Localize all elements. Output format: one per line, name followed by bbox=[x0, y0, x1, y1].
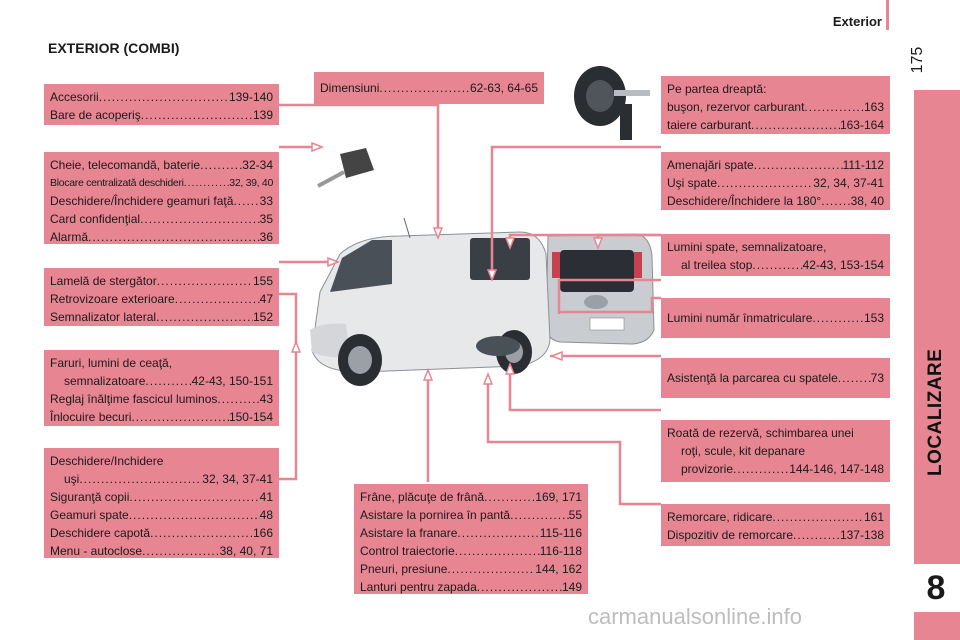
index-entry: Asistare la pornirea în pantă55 bbox=[360, 506, 582, 524]
index-entry: Lumini număr înmatriculare153 bbox=[667, 309, 884, 327]
index-heading: Lumini spate, semnalizatoare, bbox=[667, 240, 827, 254]
rear-fittings-box: Amenajări spate111-112 Uşi spate32, 34, … bbox=[661, 152, 890, 210]
index-heading: Deschidere/Inchidere bbox=[50, 454, 164, 468]
index-entry: Lanturi pentru zapada149 bbox=[360, 578, 582, 596]
index-entry: al treilea stop42-43, 153-154 bbox=[667, 256, 884, 274]
section-header: Exterior bbox=[832, 14, 882, 29]
index-entry: uşi32, 34, 37-41 bbox=[50, 470, 273, 488]
index-entry: Remorcare, ridicare161 bbox=[667, 508, 884, 526]
rear-van-image bbox=[545, 233, 655, 345]
index-entry: Bare de acoperiş139 bbox=[50, 106, 273, 124]
rear-lights-box: Lumini spate, semnalizatoare, al treilea… bbox=[661, 234, 890, 276]
towing-box: Remorcare, ridicare161 Dispozitiv de rem… bbox=[661, 504, 890, 546]
index-entry: provizorie144-146, 147-148 bbox=[667, 460, 884, 478]
header-divider bbox=[886, 0, 889, 30]
index-entry: Asistenţă la parcarea cu spatele73 bbox=[667, 369, 884, 387]
dimensions-box: Dimensiuni62-63, 64-65 bbox=[314, 72, 544, 104]
watermark: carmanualsonline.info bbox=[588, 604, 803, 629]
index-heading: roţi, scule, kit depanare bbox=[681, 444, 806, 458]
page-number: 175 bbox=[909, 46, 926, 74]
fuel-box: Pe partea dreaptă: buşon, rezervor carbu… bbox=[661, 76, 890, 134]
chapter-number: 8 bbox=[912, 564, 960, 612]
index-entry: Dimensiuni62-63, 64-65 bbox=[320, 79, 538, 97]
index-entry: Deschidere/Închidere la 180°38, 40 bbox=[667, 192, 884, 210]
index-entry: Uşi spate32, 34, 37-41 bbox=[667, 174, 884, 192]
parking-assist-box: Asistenţă la parcarea cu spatele73 bbox=[661, 358, 890, 398]
fuel-cap-image bbox=[574, 66, 650, 140]
index-entry: Siguranţă copii41 bbox=[50, 488, 273, 506]
wiper-mirrors-box: Lamelă de stergător155 Retrovizoare exte… bbox=[44, 268, 279, 326]
index-entry: semnalizatoare42-43, 150-151 bbox=[50, 372, 273, 390]
chapter-sidebar bbox=[914, 90, 960, 640]
index-entry: Lamelă de stergător155 bbox=[50, 272, 273, 290]
index-entry: Cheie, telecomandă, baterie32-34 bbox=[50, 156, 273, 174]
index-entry: Semnalizator lateral152 bbox=[50, 308, 273, 326]
page-title: EXTERIOR (COMBI) bbox=[48, 40, 180, 56]
index-entry: Card confidenţial35 bbox=[50, 210, 273, 228]
index-entry: buşon, rezervor carburant163 bbox=[667, 98, 884, 116]
index-entry: Menu - autoclose38, 40, 71 bbox=[50, 542, 273, 560]
accessories-box: Accesorii139-140 Bare de acoperiş139 bbox=[44, 84, 279, 125]
index-entry: Alarmă36 bbox=[50, 228, 273, 246]
index-heading: Roată de rezervă, schimbarea unei bbox=[667, 426, 854, 440]
doors-box: Deschidere/Inchidere uşi32, 34, 37-41 Si… bbox=[44, 448, 279, 558]
index-entry: Frâne, plăcuţe de frână169, 171 bbox=[360, 488, 582, 506]
index-entry: Dispozitiv de remorcare137-138 bbox=[667, 526, 884, 544]
spare-wheel-box: Roată de rezervă, schimbarea unei roţi, … bbox=[661, 420, 890, 482]
index-heading: Pe partea dreaptă: bbox=[667, 82, 767, 96]
index-heading: Faruri, lumini de ceaţă, bbox=[50, 356, 173, 370]
plate-lights-box: Lumini număr înmatriculare153 bbox=[661, 298, 890, 338]
front-van-image bbox=[310, 217, 551, 386]
chapter-label: LOCALIZARE bbox=[925, 348, 946, 476]
brakes-box: Frâne, plăcuţe de frână169, 171 Asistare… bbox=[354, 484, 588, 594]
index-entry: Blocare centralizată deschideri32, 39, 4… bbox=[50, 174, 273, 192]
index-entry: Accesorii139-140 bbox=[50, 88, 273, 106]
index-entry: Retrovizoare exterioare47 bbox=[50, 290, 273, 308]
index-entry: Geamuri spate48 bbox=[50, 506, 273, 524]
index-entry: taiere carburant163-164 bbox=[667, 116, 884, 134]
keys-box: Cheie, telecomandă, baterie32-34 Blocare… bbox=[44, 152, 279, 244]
index-entry: Înlocuire becuri150-154 bbox=[50, 408, 273, 426]
index-entry: Control traiectorie116-118 bbox=[360, 542, 582, 560]
key-image bbox=[317, 148, 374, 188]
index-entry: Amenajări spate111-112 bbox=[667, 156, 884, 174]
index-entry: Asistare la franare115-116 bbox=[360, 524, 582, 542]
index-entry: Pneuri, presiune144, 162 bbox=[360, 560, 582, 578]
headlights-box: Faruri, lumini de ceaţă, semnalizatoare4… bbox=[44, 350, 279, 426]
index-entry: Deschidere/Închidere geamuri faţă33 bbox=[50, 192, 273, 210]
index-entry: Deschidere capotă166 bbox=[50, 524, 273, 542]
index-entry: Reglaj înălţime fascicul luminos43 bbox=[50, 390, 273, 408]
